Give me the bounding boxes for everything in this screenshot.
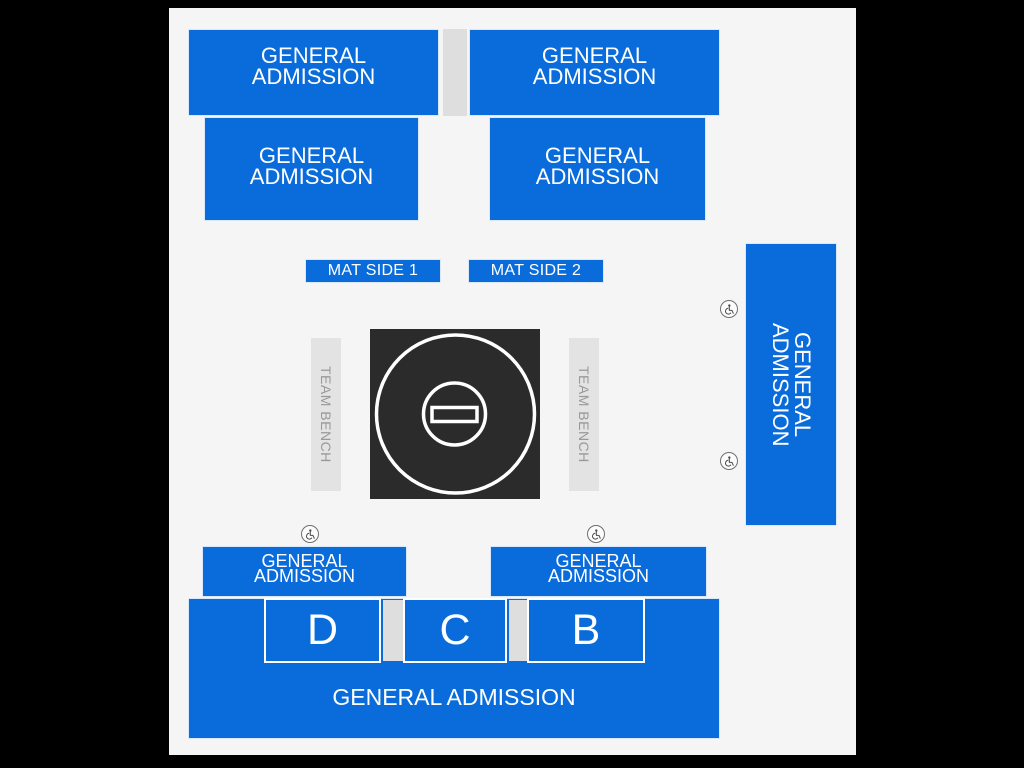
wheelchair-icon[interactable] xyxy=(587,525,605,543)
mat-outer-circle xyxy=(374,333,537,495)
divider-d-c xyxy=(383,600,403,661)
section-label: D xyxy=(306,606,339,654)
section-label: ADMISSION xyxy=(547,566,649,586)
divider-c-b xyxy=(509,600,527,661)
section-b[interactable]: B xyxy=(527,598,645,663)
section-label: MAT SIDE 2 xyxy=(490,262,582,279)
section-general-admission-top-right[interactable]: GENERAL ADMISSION xyxy=(469,29,720,116)
section-label: GENERAL xyxy=(260,43,367,68)
section-general-admission-mid-right[interactable]: GENERAL ADMISSION xyxy=(489,117,706,221)
divider-top-walkway xyxy=(443,29,467,116)
section-label: GENERAL xyxy=(261,551,348,571)
section-label: GENERAL xyxy=(544,143,651,168)
section-label: GENERAL xyxy=(541,43,648,68)
mat-center-rectangle xyxy=(430,405,479,424)
mat-inner-circle xyxy=(421,381,488,447)
section-label: ADMISSION xyxy=(251,64,376,89)
section-label: ADMISSION xyxy=(249,164,374,189)
bench-label: TEAM BENCH xyxy=(318,366,334,463)
section-label: ADMISSION xyxy=(532,64,657,89)
team-bench-right: TEAM BENCH xyxy=(569,338,599,491)
section-d[interactable]: D xyxy=(264,598,381,663)
section-label: C xyxy=(439,606,471,654)
section-mat-side-1[interactable]: MAT SIDE 1 xyxy=(305,259,441,283)
section-general-admission-bottom-right[interactable]: GENERAL ADMISSION xyxy=(490,546,707,597)
section-label: GENERAL xyxy=(790,331,815,438)
section-general-admission-bottom-left[interactable]: GENERAL ADMISSION xyxy=(202,546,407,597)
section-label: ADMISSION xyxy=(253,566,355,586)
section-label: GENERAL xyxy=(555,551,642,571)
wheelchair-icon[interactable] xyxy=(720,300,738,318)
section-label: ADMISSION xyxy=(768,322,793,447)
wrestling-mat-graphic xyxy=(374,333,537,495)
wheelchair-icon[interactable] xyxy=(301,525,319,543)
section-label: B xyxy=(571,606,601,654)
section-general-admission-right[interactable]: GENERAL ADMISSION xyxy=(745,243,837,526)
section-general-admission-mid-left[interactable]: GENERAL ADMISSION xyxy=(204,117,419,221)
section-label: MAT SIDE 1 xyxy=(327,262,419,279)
section-label: ADMISSION xyxy=(535,164,660,189)
section-c[interactable]: C xyxy=(403,598,507,663)
wrestling-mat xyxy=(370,329,540,499)
section-mat-side-2[interactable]: MAT SIDE 2 xyxy=(468,259,604,283)
team-bench-left: TEAM BENCH xyxy=(311,338,341,491)
bench-label: TEAM BENCH xyxy=(576,366,592,463)
section-general-admission-top-left[interactable]: GENERAL ADMISSION xyxy=(188,29,439,116)
section-label: GENERAL ADMISSION xyxy=(332,684,576,710)
section-label: GENERAL xyxy=(258,143,365,168)
wheelchair-icon[interactable] xyxy=(720,452,738,470)
